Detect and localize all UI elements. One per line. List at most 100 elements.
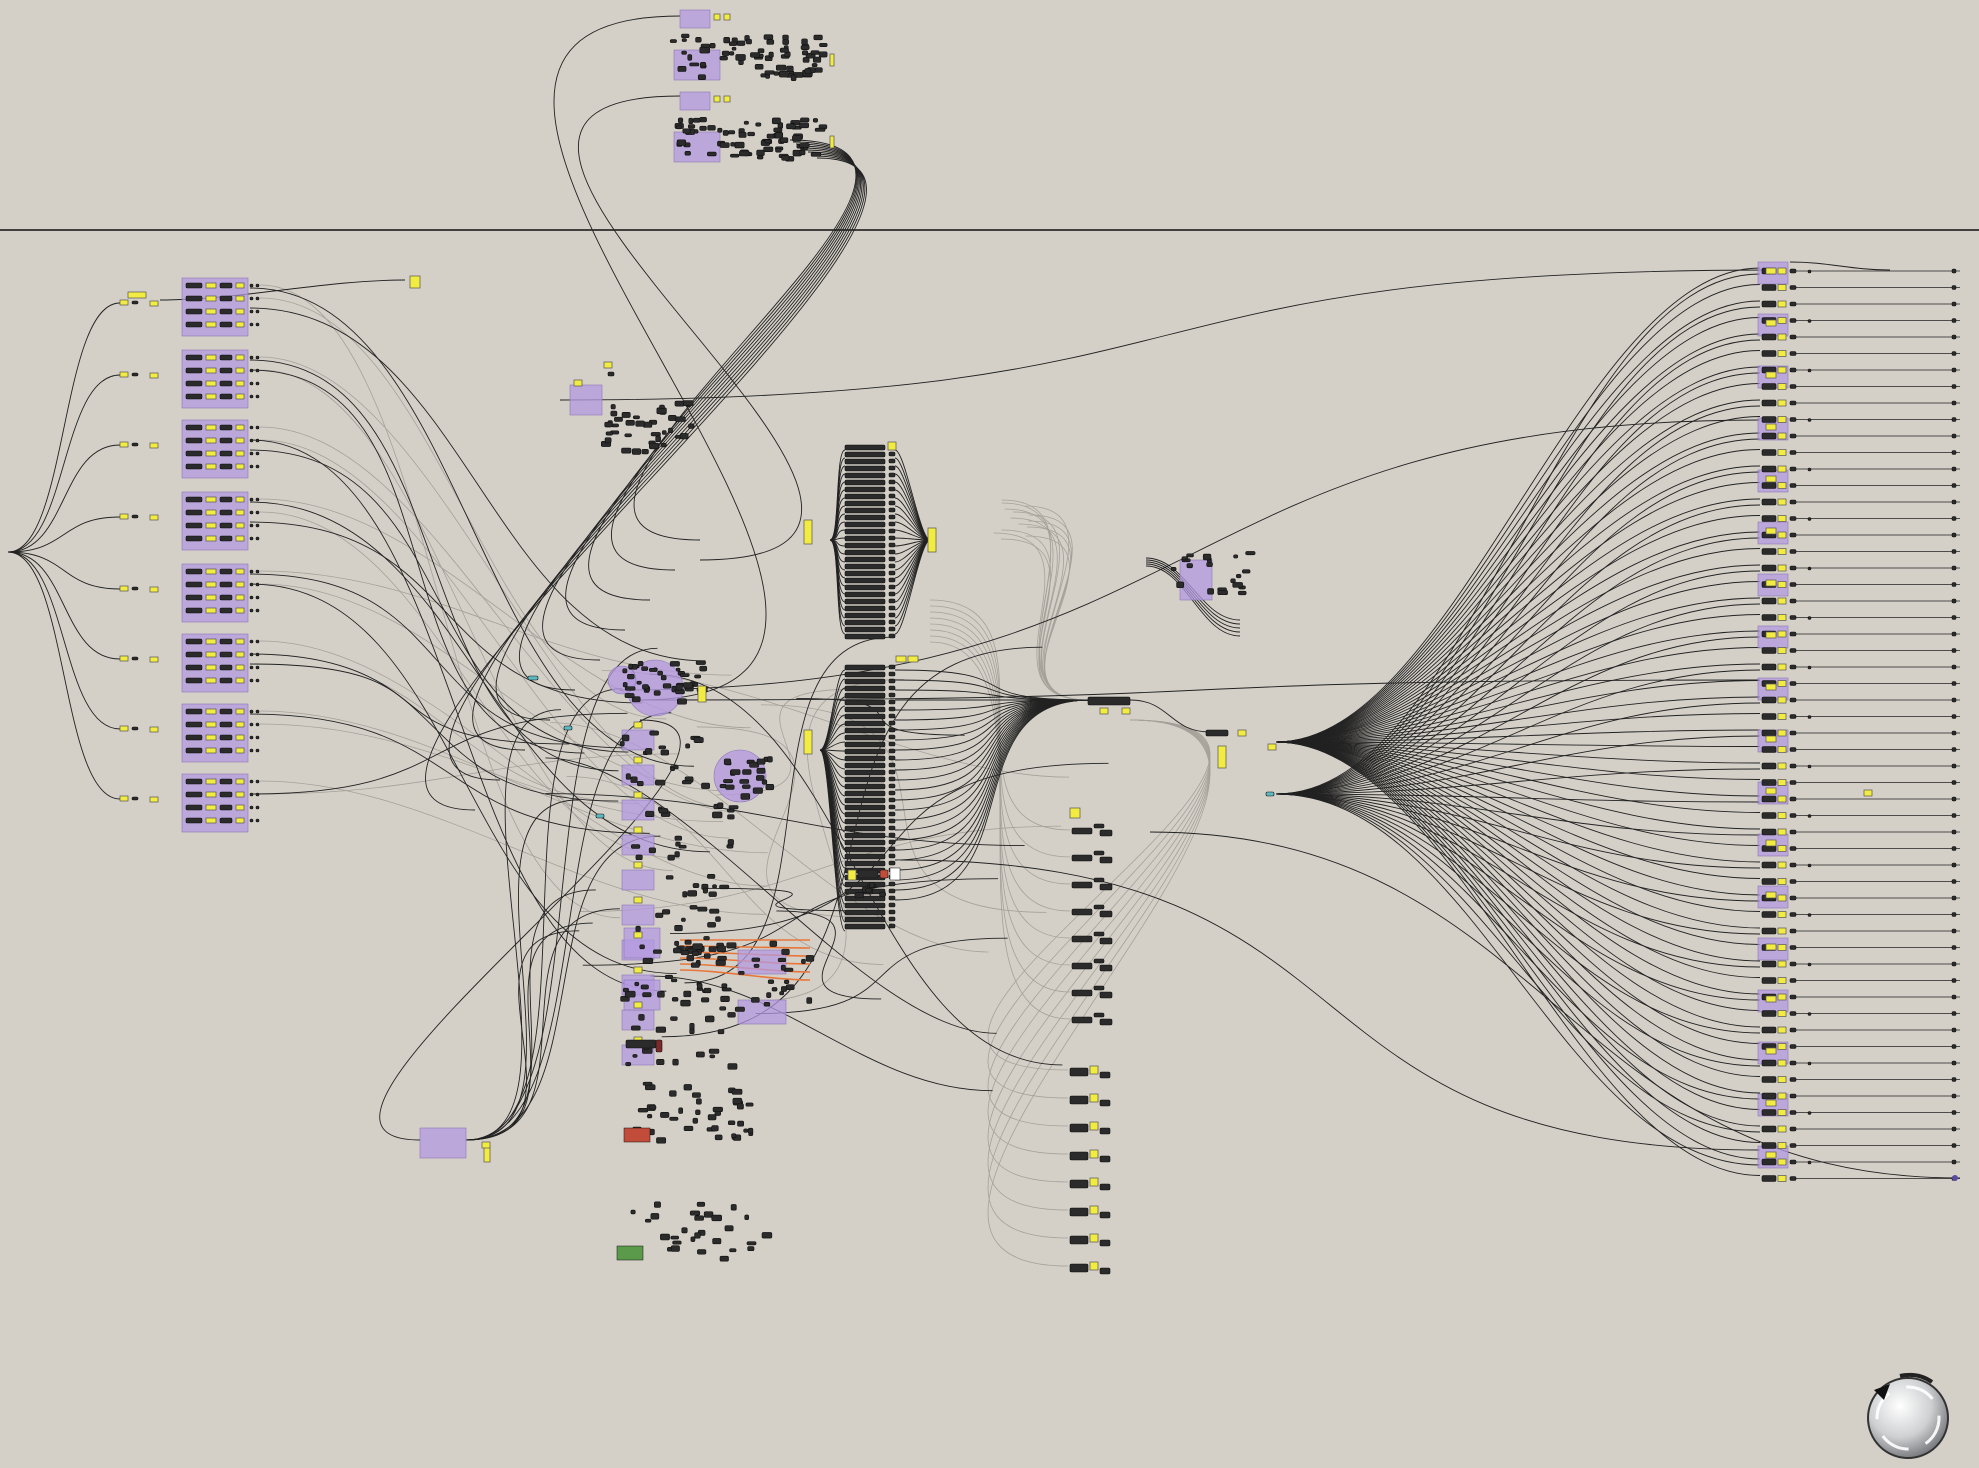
component[interactable]	[249, 608, 254, 613]
component[interactable]	[219, 664, 233, 671]
component[interactable]	[743, 1128, 749, 1133]
component[interactable]	[185, 677, 203, 684]
component[interactable]	[656, 1059, 665, 1066]
panel[interactable]	[1777, 1026, 1787, 1034]
component[interactable]	[219, 424, 233, 431]
component[interactable]	[692, 943, 703, 950]
panel[interactable]	[1765, 631, 1777, 639]
component[interactable]	[1761, 845, 1777, 852]
component[interactable]	[1761, 465, 1777, 473]
component[interactable]	[249, 464, 254, 469]
component[interactable]	[679, 673, 690, 677]
panel[interactable]	[1777, 927, 1787, 935]
component[interactable]	[1951, 499, 1957, 505]
panel[interactable]	[1777, 515, 1787, 522]
component[interactable]	[637, 780, 644, 787]
component[interactable]	[1789, 1110, 1797, 1115]
panel[interactable]	[1089, 1149, 1099, 1159]
component[interactable]	[888, 671, 896, 677]
component[interactable]	[736, 40, 746, 46]
component[interactable]	[249, 368, 254, 373]
component[interactable]	[619, 741, 625, 747]
component[interactable]	[757, 48, 765, 54]
component[interactable]	[726, 942, 737, 949]
component[interactable]	[185, 734, 203, 741]
panel[interactable]	[1765, 735, 1777, 743]
component[interactable]	[755, 122, 762, 127]
component[interactable]	[642, 684, 649, 690]
component[interactable]	[813, 34, 823, 41]
component[interactable]	[219, 638, 233, 645]
component[interactable]	[667, 854, 675, 861]
component[interactable]	[888, 818, 896, 824]
component[interactable]	[1093, 931, 1105, 937]
component[interactable]	[595, 813, 605, 819]
component[interactable]	[1951, 318, 1957, 323]
panel[interactable]	[829, 53, 835, 67]
component[interactable]	[1789, 301, 1797, 307]
component[interactable]	[717, 802, 724, 809]
component[interactable]	[1202, 553, 1212, 561]
component[interactable]	[1951, 1044, 1957, 1049]
component[interactable]	[844, 846, 886, 853]
panel[interactable]	[205, 496, 217, 503]
panel[interactable]	[235, 367, 245, 374]
component[interactable]	[725, 784, 735, 790]
component[interactable]	[219, 450, 233, 457]
component[interactable]	[1761, 284, 1777, 291]
component[interactable]	[864, 888, 872, 893]
component[interactable]	[1761, 515, 1777, 522]
component[interactable]	[185, 778, 203, 785]
component[interactable]	[630, 776, 638, 783]
component[interactable]	[761, 1232, 773, 1239]
component[interactable]	[1789, 334, 1797, 340]
panel[interactable]	[803, 519, 813, 545]
component[interactable]	[708, 1048, 720, 1054]
panel[interactable]	[205, 817, 217, 824]
component[interactable]	[1761, 1076, 1777, 1083]
component[interactable]	[635, 854, 643, 861]
component[interactable]	[681, 917, 686, 922]
component[interactable]	[844, 507, 886, 514]
panel[interactable]	[1777, 449, 1787, 456]
component[interactable]	[1951, 285, 1957, 290]
component[interactable]	[669, 1116, 679, 1121]
component[interactable]	[844, 755, 886, 762]
component[interactable]	[255, 779, 260, 784]
component[interactable]	[844, 818, 886, 825]
panel[interactable]	[205, 295, 217, 302]
panel[interactable]	[1777, 1175, 1787, 1182]
component[interactable]	[781, 948, 790, 955]
component[interactable]	[655, 435, 661, 443]
component[interactable]	[1807, 319, 1812, 323]
component[interactable]	[690, 1236, 696, 1242]
component[interactable]	[685, 743, 691, 749]
component[interactable]	[1789, 466, 1797, 472]
panel[interactable]	[205, 708, 217, 715]
panel[interactable]	[1237, 729, 1247, 737]
component[interactable]	[844, 839, 886, 846]
component[interactable]	[707, 1114, 717, 1121]
component[interactable]	[731, 1088, 743, 1095]
component[interactable]	[622, 668, 628, 674]
component[interactable]	[844, 619, 886, 626]
component[interactable]	[674, 851, 680, 858]
component[interactable]	[1789, 697, 1797, 703]
component[interactable]	[1789, 664, 1797, 670]
component[interactable]	[255, 394, 260, 399]
component[interactable]	[219, 295, 233, 302]
component[interactable]	[739, 779, 750, 784]
component[interactable]	[888, 916, 896, 922]
component[interactable]	[1205, 729, 1229, 737]
component[interactable]	[888, 741, 896, 747]
panel[interactable]	[1777, 680, 1787, 687]
component[interactable]	[1069, 1235, 1089, 1245]
component[interactable]	[727, 1012, 736, 1018]
panel[interactable]	[149, 442, 159, 449]
component[interactable]	[219, 568, 233, 575]
panel[interactable]	[149, 514, 159, 521]
component[interactable]	[1789, 813, 1797, 818]
component[interactable]	[702, 887, 708, 894]
panel[interactable]	[1069, 807, 1081, 819]
component[interactable]	[751, 997, 760, 1003]
